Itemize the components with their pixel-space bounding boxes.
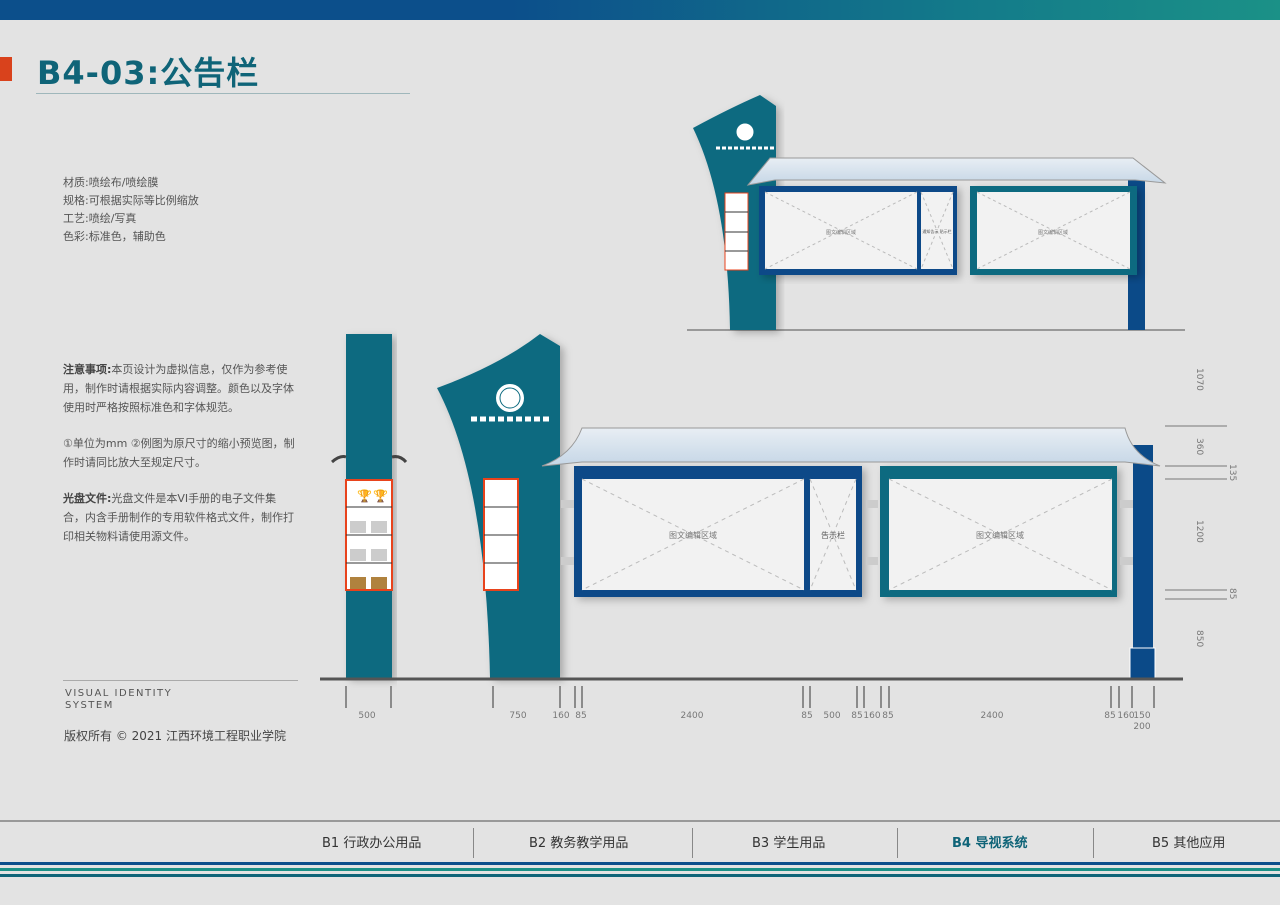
section-marker <box>0 57 12 81</box>
top-banner <box>0 0 1280 20</box>
dimension-label: 500 <box>358 711 376 721</box>
spec-value: 可根据实际等比例缩放 <box>88 194 199 207</box>
dimension-label: 750 <box>509 711 527 721</box>
nav-b2[interactable]: B2 教务教学用品 <box>529 836 629 851</box>
dimension-label: 85 <box>851 711 863 721</box>
nav-separator <box>692 828 693 858</box>
canopy-roof <box>746 157 1167 186</box>
footer-stripe <box>0 868 1280 871</box>
notice-label: 通知告示 贴示栏 <box>922 228 951 234</box>
spec-label: 工艺: <box>63 212 89 225</box>
panel-label: 图文编辑区域 <box>1038 229 1068 236</box>
disc-note: 光盘文件:光盘文件是本VI手册的电子文件集合，内含手册制作的专用软件格式文件，制… <box>63 489 295 546</box>
vertical-dimension-label: 850 <box>1194 630 1204 648</box>
vertical-dimension-ticks <box>1165 425 1227 600</box>
page-title: B4-03:公告栏 <box>37 54 260 92</box>
spec-value: 喷绘布/喷绘膜 <box>88 176 159 189</box>
note-text: 光盘文件是本VI手册的电子文件集合，内含手册制作的专用软件格式文件，制作打印相关… <box>63 492 294 543</box>
vi-line: SYSTEM <box>65 700 114 711</box>
vi-line: VISUAL IDENTITY <box>65 688 173 699</box>
note-text: 本页设计为虚拟信息，仅作为参考使用，制作时请根据实际内容调整。颜色以及字体使用时… <box>63 363 294 414</box>
copyright: 版权所有 © 2021 江西环境工程职业学院 <box>64 729 286 743</box>
main-drawing: 🏆 🏆 图文编辑区域 告示栏 图文编辑区域 <box>320 334 1227 708</box>
dimension-label: 200 <box>1133 722 1151 732</box>
spec-label: 材质: <box>63 176 89 189</box>
dimension-label: 160 <box>552 711 570 721</box>
dimension-label: 2400 <box>980 711 1004 721</box>
spec-material: 材质:喷绘布/喷绘膜 <box>63 174 199 192</box>
trophy-icon: 🏆 <box>373 489 388 503</box>
school-logo-icon <box>494 382 526 414</box>
vertical-dimension-label: 135 <box>1227 464 1237 482</box>
panel-label: 图文编辑区域 <box>976 530 1024 540</box>
nav-separator <box>1093 828 1094 858</box>
spec-label: 规格: <box>63 194 89 207</box>
vertical-dimension-label: 360 <box>1194 438 1204 456</box>
spec-list: 材质:喷绘布/喷绘膜 规格:可根据实际等比例缩放 工艺:喷绘/写真 色彩:标准色… <box>63 174 199 246</box>
spec-process: 工艺:喷绘/写真 <box>63 210 199 228</box>
panel-label: 图文编辑区域 <box>669 530 717 540</box>
nav-separator <box>473 828 474 858</box>
notice-label: 告示栏 <box>821 530 845 540</box>
bulletin-board-drawing: 图文编辑区域 通知告示 贴示栏 图文编辑区域 🏆 🏆 图文编辑区域 告示栏 图文… <box>320 95 1227 708</box>
nav-b5[interactable]: B5 其他应用 <box>1152 836 1226 851</box>
note-label: 注意事项: <box>63 363 112 376</box>
panel-label: 图文编辑区域 <box>826 229 856 236</box>
post <box>1133 445 1153 678</box>
dimension-label: 160 <box>863 711 881 721</box>
canopy-roof <box>541 427 1161 467</box>
dimension-label: 160 <box>1117 711 1135 721</box>
vertical-dimension-label: 1200 <box>1194 520 1204 543</box>
spec-label: 色彩: <box>63 230 89 243</box>
attention-note: 注意事项:本页设计为虚拟信息，仅作为参考使用，制作时请根据实际内容调整。颜色以及… <box>63 360 295 417</box>
dimension-label: 2400 <box>680 711 704 721</box>
units-note: ①单位为mm ②例图为原尺寸的缩小预览图，制作时请同比放大至规定尺寸。 <box>63 437 295 469</box>
dimension-ticks <box>345 686 1155 708</box>
vertical-dimension-label: 85 <box>1227 588 1237 600</box>
clamp-icon <box>561 500 1133 565</box>
note-label: 光盘文件: <box>63 492 112 505</box>
spec-value: 喷绘/写真 <box>88 212 137 225</box>
nav-b1[interactable]: B1 行政办公用品 <box>322 836 422 851</box>
footer-stripe <box>0 862 1280 865</box>
preview-drawing: 图文编辑区域 通知告示 贴示栏 图文编辑区域 <box>687 95 1185 331</box>
dimension-label: 150 <box>1133 711 1151 721</box>
dimension-label: 85 <box>1104 711 1116 721</box>
spec-size: 规格:可根据实际等比例缩放 <box>63 192 199 210</box>
nav-b4[interactable]: B4 导视系统 <box>952 836 1028 851</box>
dimension-label: 85 <box>882 711 894 721</box>
spec-color: 色彩:标准色，辅助色 <box>63 228 199 246</box>
school-logo-icon <box>735 122 755 142</box>
dimension-label: 85 <box>801 711 813 721</box>
dimension-label: 85 <box>575 711 587 721</box>
footer-stripe <box>0 874 1280 877</box>
title-divider <box>36 93 410 94</box>
divider <box>63 680 298 681</box>
footer-divider <box>0 820 1280 822</box>
trophy-icon: 🏆 <box>357 489 372 503</box>
spec-value: 标准色，辅助色 <box>88 230 166 243</box>
nav-b3[interactable]: B3 学生用品 <box>752 836 826 851</box>
nav-separator <box>897 828 898 858</box>
notice-panel <box>810 479 856 590</box>
vertical-dimension-label: 1070 <box>1194 368 1204 391</box>
dimension-label: 500 <box>823 711 841 721</box>
